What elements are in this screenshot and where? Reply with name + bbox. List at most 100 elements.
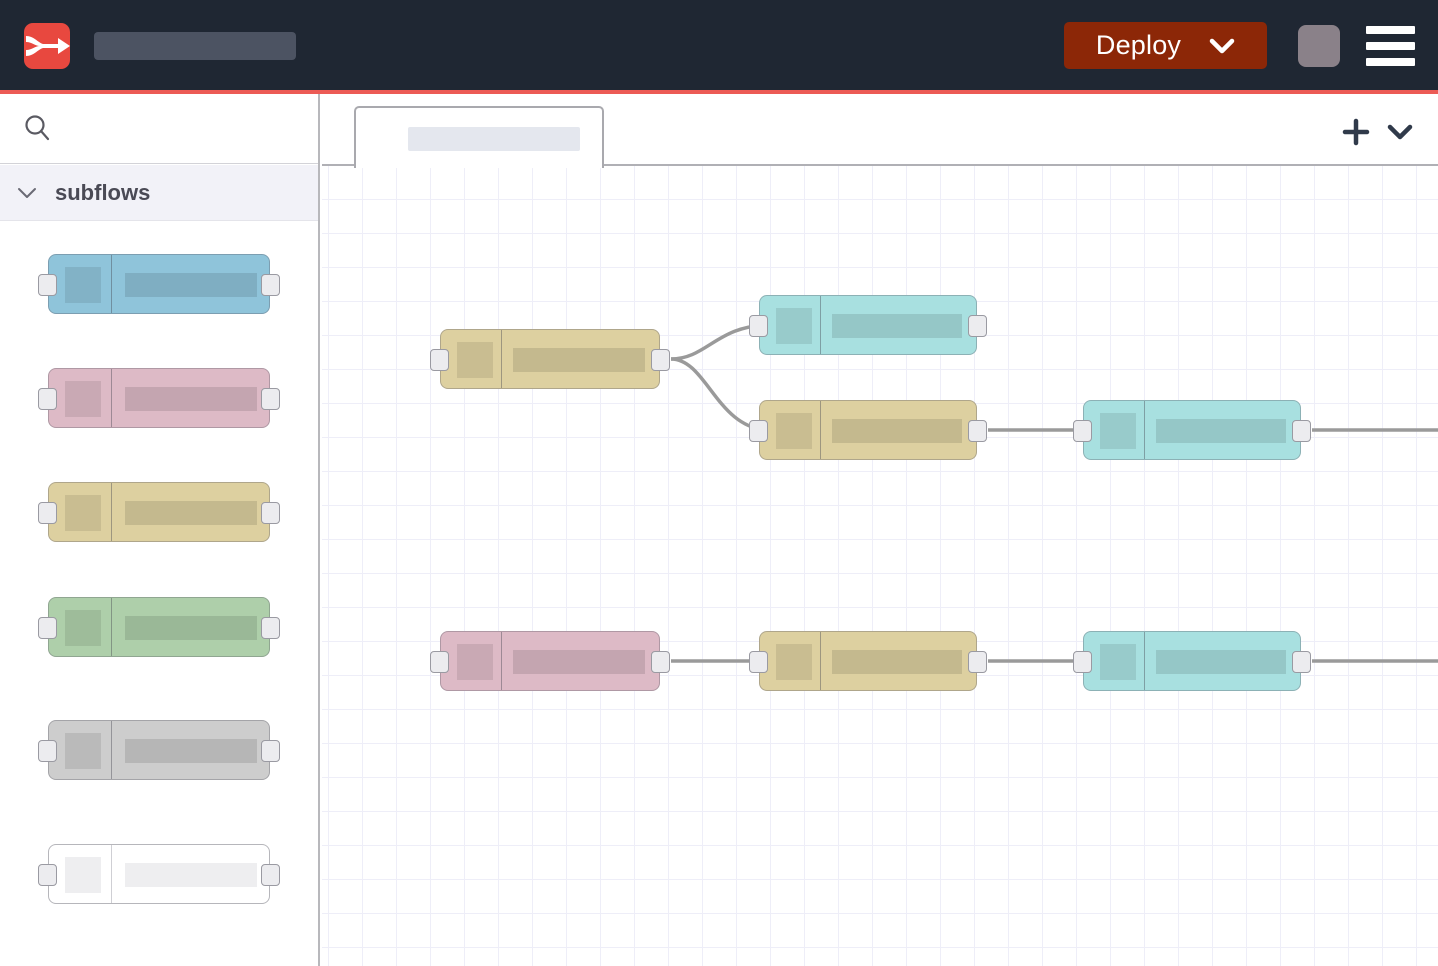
hamburger-menu-icon[interactable] [1366, 26, 1415, 66]
chevron-down-icon [17, 183, 37, 203]
palette-node-4-output-port[interactable] [261, 617, 280, 639]
flow-node-teal-1-input-port[interactable] [749, 315, 768, 337]
node-divider [111, 483, 112, 541]
palette-node-3[interactable] [38, 482, 280, 542]
flow-node-tan-2-label [832, 419, 962, 443]
palette-node-4-input-port[interactable] [38, 617, 57, 639]
palette-search-bar[interactable] [0, 94, 318, 164]
flow-wires [670, 323, 1438, 663]
palette-node-list [0, 222, 318, 966]
flow-node-inject-input-port[interactable] [430, 349, 449, 371]
node-divider [1144, 632, 1145, 690]
palette-node-3-input-port[interactable] [38, 502, 57, 524]
palette-node-2-label [125, 387, 257, 411]
flow-node-pink[interactable] [430, 631, 670, 691]
flow-node-teal-1-label [832, 314, 962, 338]
palette-node-5-input-port[interactable] [38, 740, 57, 762]
flow-node-teal-2-label [1156, 419, 1286, 443]
node-icon [65, 267, 101, 303]
node-icon [457, 342, 493, 378]
node-icon [65, 381, 101, 417]
node-icon [776, 308, 812, 344]
palette-node-4-label [125, 616, 257, 640]
node-divider [501, 330, 502, 388]
flow-node-tan-2-input-port[interactable] [749, 420, 768, 442]
node-divider [1144, 401, 1145, 459]
node-icon [776, 413, 812, 449]
palette-sidebar: subflows [0, 94, 320, 966]
node-divider [111, 721, 112, 779]
flow-node-pink-label [513, 650, 645, 674]
flow-node-teal-2[interactable] [1073, 400, 1311, 460]
flow-canvas[interactable] [322, 94, 1438, 966]
palette-node-1[interactable] [38, 254, 280, 314]
hamburger-bar-3 [1366, 58, 1415, 66]
palette-node-3-output-port[interactable] [261, 502, 280, 524]
palette-node-6-label [125, 863, 257, 887]
palette-node-5[interactable] [38, 720, 280, 780]
flow-node-teal-3-output-port[interactable] [1292, 651, 1311, 673]
flow-tab-active[interactable] [354, 106, 604, 168]
flow-node-tan-3-input-port[interactable] [749, 651, 768, 673]
palette-node-5-label [125, 739, 257, 763]
chevron-down-icon[interactable] [1382, 114, 1418, 150]
flow-node-tan-3[interactable] [749, 631, 987, 691]
flow-node-teal-1[interactable] [749, 295, 987, 355]
flow-node-inject[interactable] [430, 329, 670, 389]
palette-node-2[interactable] [38, 368, 280, 428]
flow-node-teal-3-input-port[interactable] [1073, 651, 1092, 673]
palette-node-6-input-port[interactable] [38, 864, 57, 886]
node-divider [111, 369, 112, 427]
palette-node-4[interactable] [38, 597, 280, 657]
plus-icon[interactable] [1338, 114, 1374, 150]
hamburger-bar-1 [1366, 26, 1415, 34]
palette-node-1-input-port[interactable] [38, 274, 57, 296]
palette-node-1-output-port[interactable] [261, 274, 280, 296]
hamburger-bar-2 [1366, 42, 1415, 50]
flow-node-inject-label [513, 348, 645, 372]
flow-node-tan-2[interactable] [749, 400, 987, 460]
node-divider [820, 401, 821, 459]
flow-node-pink-output-port[interactable] [651, 651, 670, 673]
node-icon [457, 644, 493, 680]
flow-node-teal-2-input-port[interactable] [1073, 420, 1092, 442]
header-accent-bar [0, 90, 1438, 94]
node-icon [1100, 413, 1136, 449]
palette-node-6-output-port[interactable] [261, 864, 280, 886]
node-icon [65, 610, 101, 646]
palette-node-2-input-port[interactable] [38, 388, 57, 410]
flow-node-pink-input-port[interactable] [430, 651, 449, 673]
node-red-logo-icon [24, 23, 70, 69]
palette-node-6[interactable] [38, 844, 280, 904]
node-divider [501, 632, 502, 690]
chevron-down-icon [1209, 38, 1235, 54]
app-header: Deploy [0, 0, 1438, 90]
flow-node-tan-3-label [832, 650, 962, 674]
flow-node-inject-output-port[interactable] [651, 349, 670, 371]
palette-node-2-output-port[interactable] [261, 388, 280, 410]
search-icon[interactable] [22, 113, 54, 145]
node-icon [65, 857, 101, 893]
node-icon [65, 733, 101, 769]
palette-node-3-label [125, 501, 257, 525]
flow-node-teal-3[interactable] [1073, 631, 1311, 691]
palette-category-subflows[interactable]: subflows [0, 165, 318, 221]
flow-node-area [322, 166, 1438, 966]
palette-node-1-label [125, 273, 257, 297]
palette-category-label: subflows [55, 179, 151, 205]
deploy-button[interactable]: Deploy [1064, 22, 1267, 69]
flow-node-tan-3-output-port[interactable] [968, 651, 987, 673]
node-divider [111, 255, 112, 313]
flow-node-teal-3-label [1156, 650, 1286, 674]
user-avatar-icon[interactable] [1298, 25, 1340, 67]
deploy-button-label: Deploy [1095, 30, 1182, 60]
palette-node-5-output-port[interactable] [261, 740, 280, 762]
node-icon [65, 495, 101, 531]
header-title-placeholder [94, 32, 296, 60]
flow-node-tan-2-output-port[interactable] [968, 420, 987, 442]
node-divider [820, 296, 821, 354]
node-divider [820, 632, 821, 690]
flow-node-teal-2-output-port[interactable] [1292, 420, 1311, 442]
flow-node-teal-1-output-port[interactable] [968, 315, 987, 337]
node-divider [111, 598, 112, 656]
